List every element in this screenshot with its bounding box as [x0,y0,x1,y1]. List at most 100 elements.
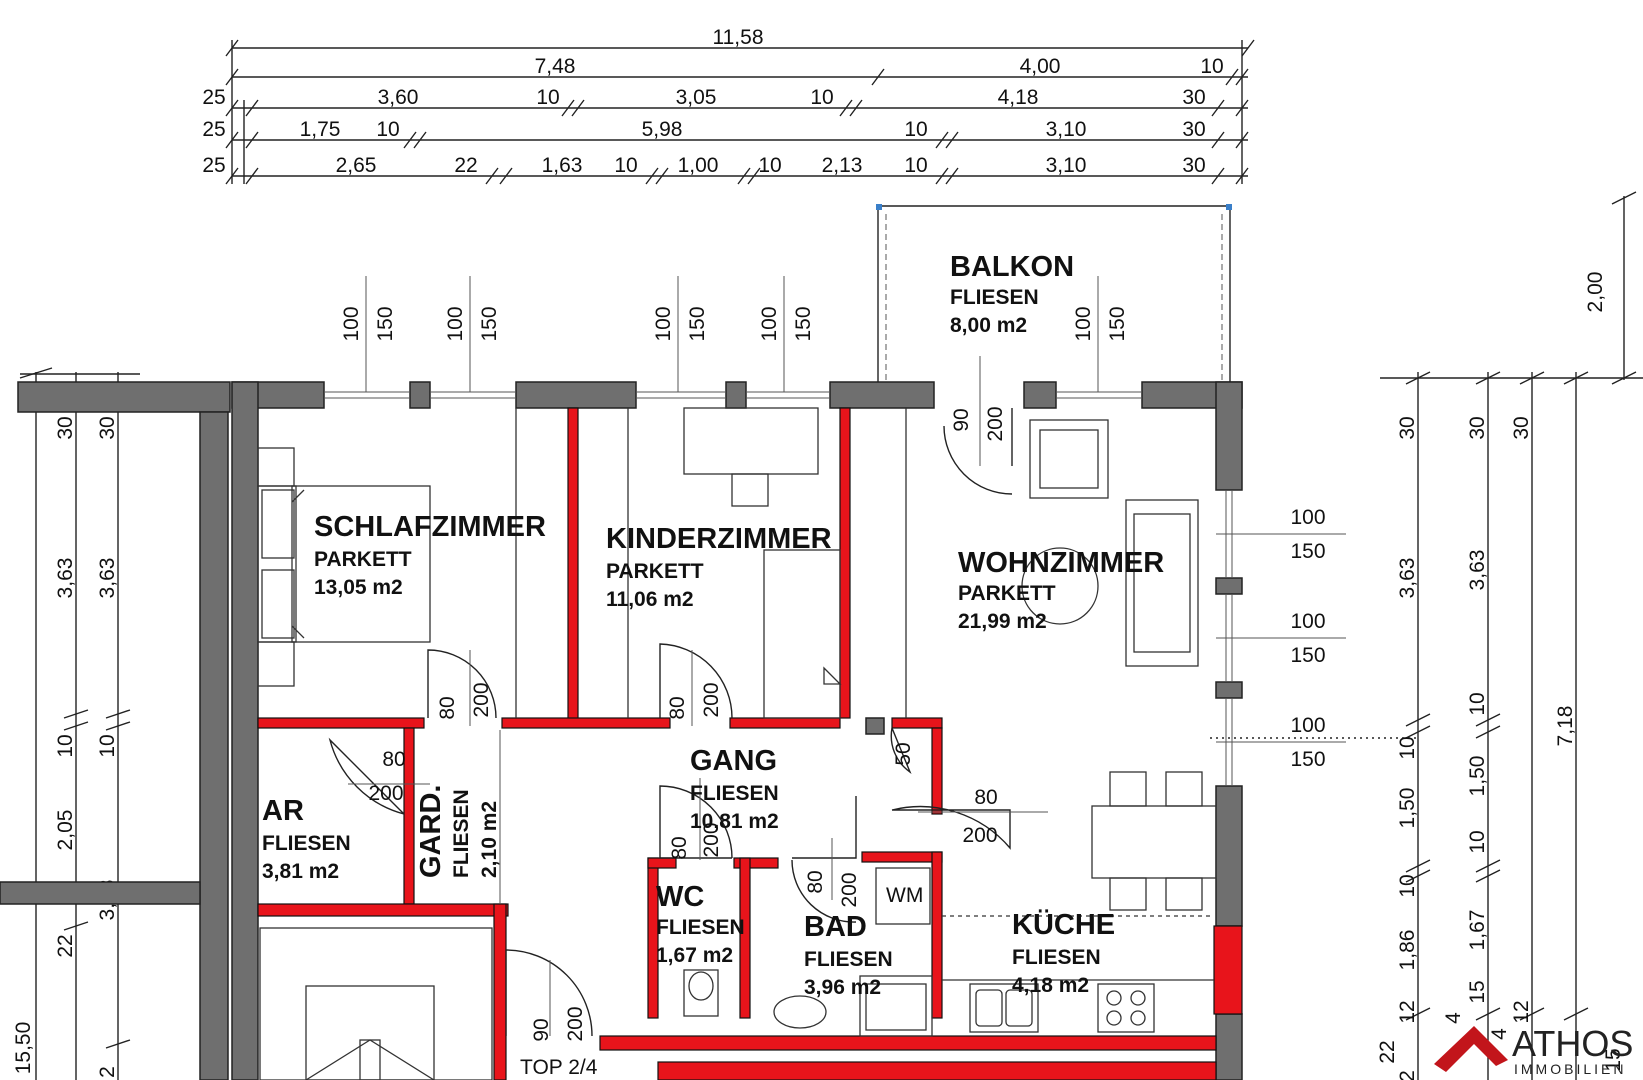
dim-label: 2,00 [1584,272,1607,313]
room-name-wohnzimmer: WOHNZIMMER [958,547,1164,579]
room-floor-ar: FLIESEN [262,832,351,855]
left-dimension-labels: 30 3,63 10 2,05 22 15,50 30 3,63 10 3,58… [12,416,119,1078]
furniture [257,407,1217,1080]
dim-label: 15 [1602,1048,1625,1071]
door-width-label: 80 [974,786,997,809]
dim-label: 3,63 [54,558,77,599]
dim-label: 10 [376,118,399,141]
window-height-label: 150 [1290,540,1325,563]
dim-label: 10 [1466,830,1489,853]
room-name-wc: WC [656,881,704,913]
dim-label: 3,63 [96,558,119,599]
room-floor-schlafzimmer: PARKETT [314,548,412,571]
door-width-label: 50 [892,742,915,765]
dim-label: 1,63 [542,154,583,177]
top-dimension-labels: 11,58 7,48 4,00 10 25 3,60 10 3,05 10 4,… [202,26,1223,177]
dim-label: 10 [904,118,927,141]
dim-label: 2,65 [336,154,377,177]
dim-label: 12 [1396,1000,1419,1023]
unit-label: TOP 2/4 [520,1056,598,1079]
window-width-label: 100 [758,306,781,341]
athos-logo: ATHOS IMMOBILIEN [1434,1023,1633,1077]
logo-tagline: IMMOBILIEN [1514,1061,1626,1077]
window-width-label: 100 [340,306,363,341]
neighbour-walls [0,381,231,1080]
dim-label: 4,00 [1020,55,1061,78]
dim-label: 12 [1510,1000,1533,1023]
room-area-kinderzimmer: 11,06 m2 [606,588,694,611]
room-area-gard: 2,10 m2 [478,801,501,878]
room-area-kueche: 4,18 m2 [1012,974,1089,997]
window-width-label: 100 [1290,714,1325,737]
dim-label: 10 [96,734,119,757]
room-labels: BALKON FLIESEN 8,00 m2 SCHLAFZIMMER PARK… [262,251,1164,1079]
dim-label: 4,18 [998,86,1039,109]
dim-label: 30 [1396,416,1419,439]
dim-label: 7,48 [535,55,576,78]
room-name-gang: GANG [690,745,777,777]
room-area-schlafzimmer: 13,05 m2 [314,576,403,599]
dim-label: 10 [614,154,637,177]
room-name-ar: AR [262,795,304,827]
dim-label: 10 [904,154,927,177]
room-floor-gang: FLIESEN [690,782,779,805]
dim-label: 10 [758,154,781,177]
dim-label: 2,05 [54,810,77,851]
door-height-label: 200 [368,782,403,805]
dim-label: 10 [536,86,559,109]
dim-label: 10 [810,86,833,109]
door-width-label: 90 [950,408,973,431]
window-height-label: 150 [792,306,815,341]
dim-label: 10 [1200,55,1223,78]
window-height-label: 150 [374,306,397,341]
door-width-label: 80 [668,836,691,859]
room-area-balkon: 8,00 m2 [950,314,1027,337]
dim-label: 10 [54,734,77,757]
dim-label: 5,98 [642,118,683,141]
room-floor-gard: FLIESEN [450,789,473,878]
dim-label: 1,00 [678,154,719,177]
right-dimension-labels: 2,00 30 3,63 10 1,50 10 1,86 12 22 2 30 … [1376,272,1625,1080]
room-area-ar: 3,81 m2 [262,860,339,883]
dim-label: 1,75 [300,118,341,141]
door-width-label: 80 [436,696,459,719]
dim-label: 3,05 [676,86,717,109]
room-floor-bad: FLIESEN [804,948,893,971]
dim-label: 1,67 [1466,910,1489,951]
window-height-label: 150 [1290,748,1325,771]
room-area-gang: 10,81 m2 [690,810,779,833]
dim-label: 10 [1466,692,1489,715]
door-width-label: 90 [530,1018,553,1041]
dim-label: 25 [202,118,225,141]
dim-label: 3,63 [1466,550,1489,591]
door-height-label: 200 [700,682,723,717]
room-floor-kueche: FLIESEN [1012,946,1101,969]
left-dimension-chain [19,367,140,1080]
dim-label: 10 [1396,736,1419,759]
door-height-label: 200 [564,1006,587,1041]
dim-label: 4 [1488,1028,1511,1040]
dim-label: 10 [1396,874,1419,897]
room-floor-wohnzimmer: PARKETT [958,582,1056,605]
room-name-gard: GARD. [415,785,447,878]
room-name-kinderzimmer: KINDERZIMMER [606,523,832,555]
dim-label: 30 [1182,118,1205,141]
window-width-label: 100 [444,306,467,341]
room-area-wc: 1,67 m2 [656,944,733,967]
window-height-label: 150 [686,306,709,341]
dim-label: 30 [96,416,119,439]
dim-label: 22 [1376,1040,1399,1063]
door-width-label: 80 [666,696,689,719]
room-area-wohnzimmer: 21,99 m2 [958,610,1047,633]
dim-label: 15 [1466,980,1489,1003]
window-width-label: 100 [652,306,675,341]
door-height-label: 200 [470,682,493,717]
logo-name: ATHOS [1512,1023,1633,1064]
door-width-label: 80 [382,748,405,771]
dim-label: 3,63 [1396,558,1419,599]
dim-label: 3,10 [1046,118,1087,141]
dim-label: 2 [1396,1070,1419,1080]
dim-label: 1,50 [1466,756,1489,797]
dim-label: 25 [202,154,225,177]
